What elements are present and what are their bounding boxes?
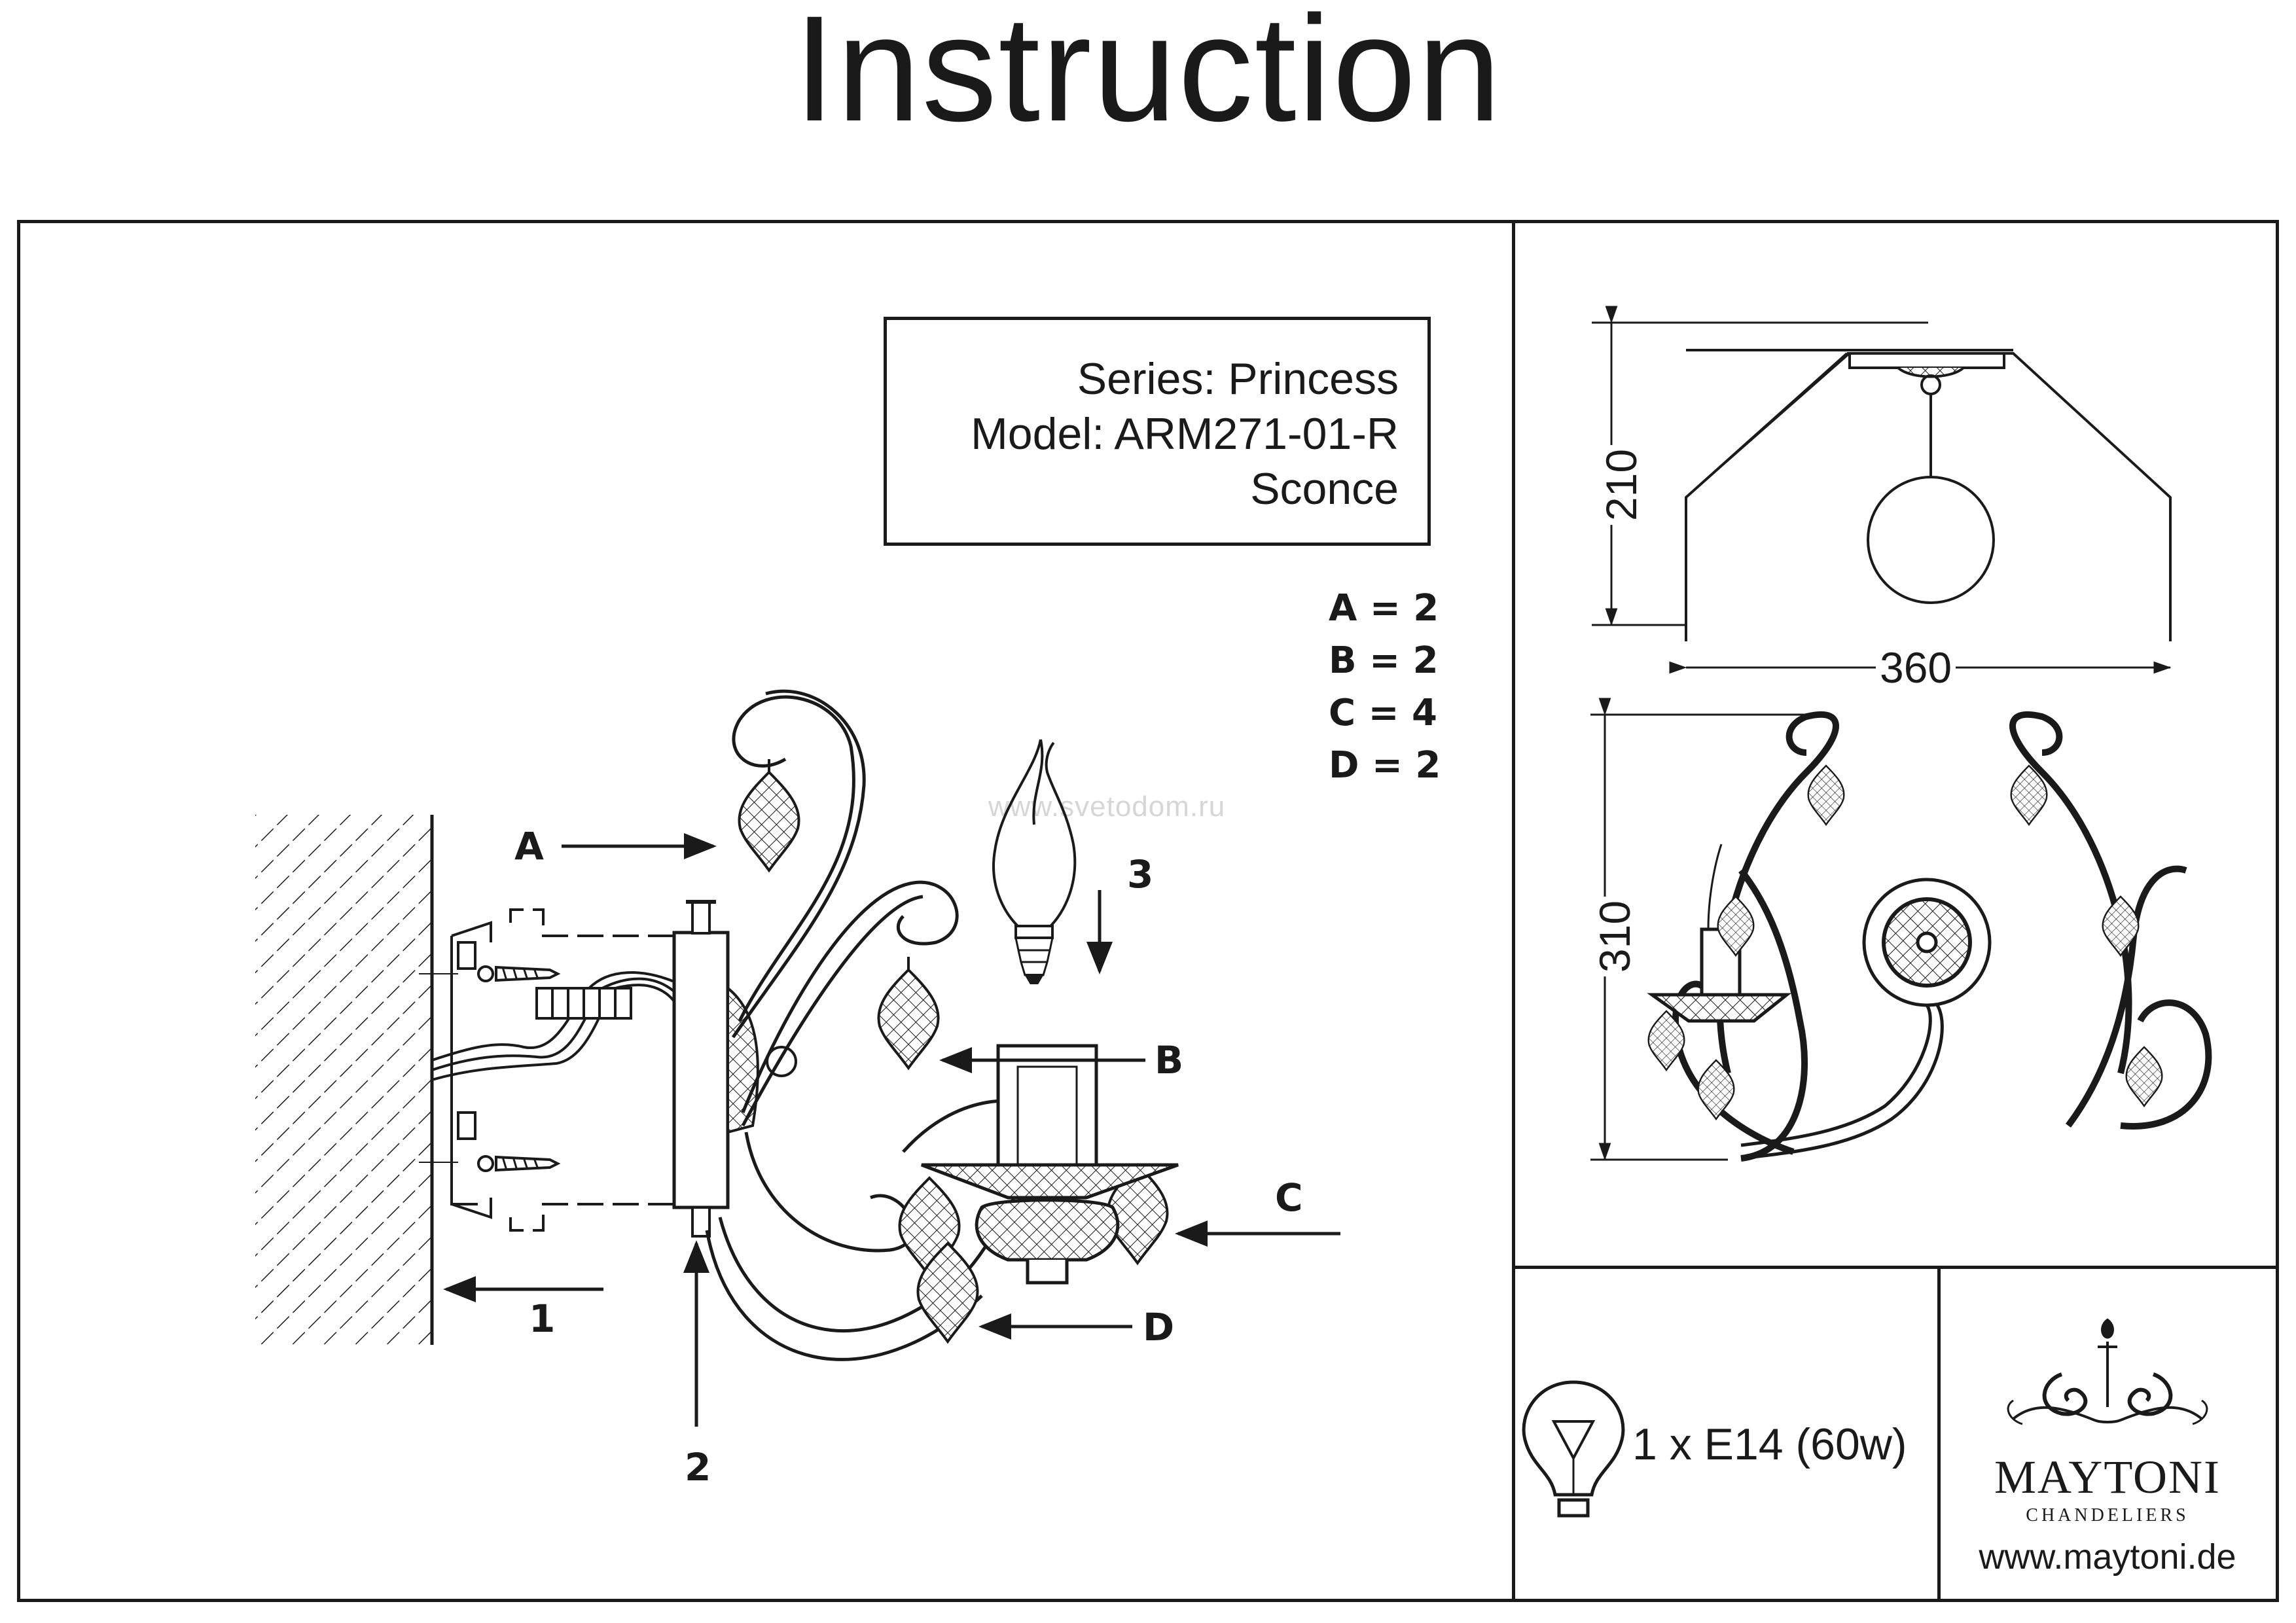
callout-b: B [1155,1038,1184,1082]
front-view-details [1647,844,1992,1160]
callout-arrows [443,833,1340,1427]
backplate [672,900,797,1238]
parts-item-d: D = 2 [1329,744,1441,787]
dimension-height-front: 310 [1590,896,1639,977]
parts-item-b: B = 2 [1329,639,1439,682]
watermark: www.svetodom.ru [988,791,1226,823]
wiring [431,971,675,1081]
maytoni-fleur-logo [2007,1318,2208,1425]
screw-icon [477,965,561,982]
mounting-bracket [419,908,674,1232]
drawing-frame [17,220,2279,1602]
candle-holder [921,1044,1179,1285]
website-link[interactable]: www.maytoni.de [1979,1537,2236,1577]
callout-a: A [514,824,544,868]
step-3-label: 3 [1127,852,1154,897]
dimension-width-top: 360 [1876,646,1956,689]
terminal-block [535,987,632,1020]
frame-divider-horizontal [1512,1266,2279,1269]
brand-name: MAYTONI [1994,1451,2221,1503]
callout-c: C [1275,1175,1303,1220]
model-label: Model: ARM271-01-R [971,409,1399,459]
product-info-box: Series: Princess Model: ARM271-01-R Scon… [884,317,1431,546]
candle-bulb-icon [992,739,1077,984]
callout-d: D [1143,1305,1175,1349]
wall-hatching [255,815,434,1345]
bulb-spec: 1 x E14 (60w) [1632,1419,1907,1469]
screw-icon [477,1155,561,1172]
crystal-b [877,969,940,1069]
series-label: Series: Princess [1077,354,1399,404]
dimension-height-top: 210 [1597,444,1645,526]
top-view-drawing [1592,306,2172,674]
parts-list: A = 2 B = 2 C = 4 D = 2 [1329,582,1441,792]
parts-item-a: A = 2 [1329,587,1439,630]
frame-divider-vertical [1512,220,1515,1602]
product-type-label: Sconce [1250,464,1399,514]
brand-subtitle: CHANDELIERS [2026,1505,2189,1525]
parts-item-c: C = 4 [1329,692,1437,734]
frame-divider-footer [1937,1266,1941,1602]
step-1-label: 1 [529,1296,556,1341]
crystal-a [738,771,800,872]
step-2-label: 2 [685,1445,711,1489]
page-title: Instruction [793,0,1503,152]
light-bulb-icon [1522,1380,1625,1518]
